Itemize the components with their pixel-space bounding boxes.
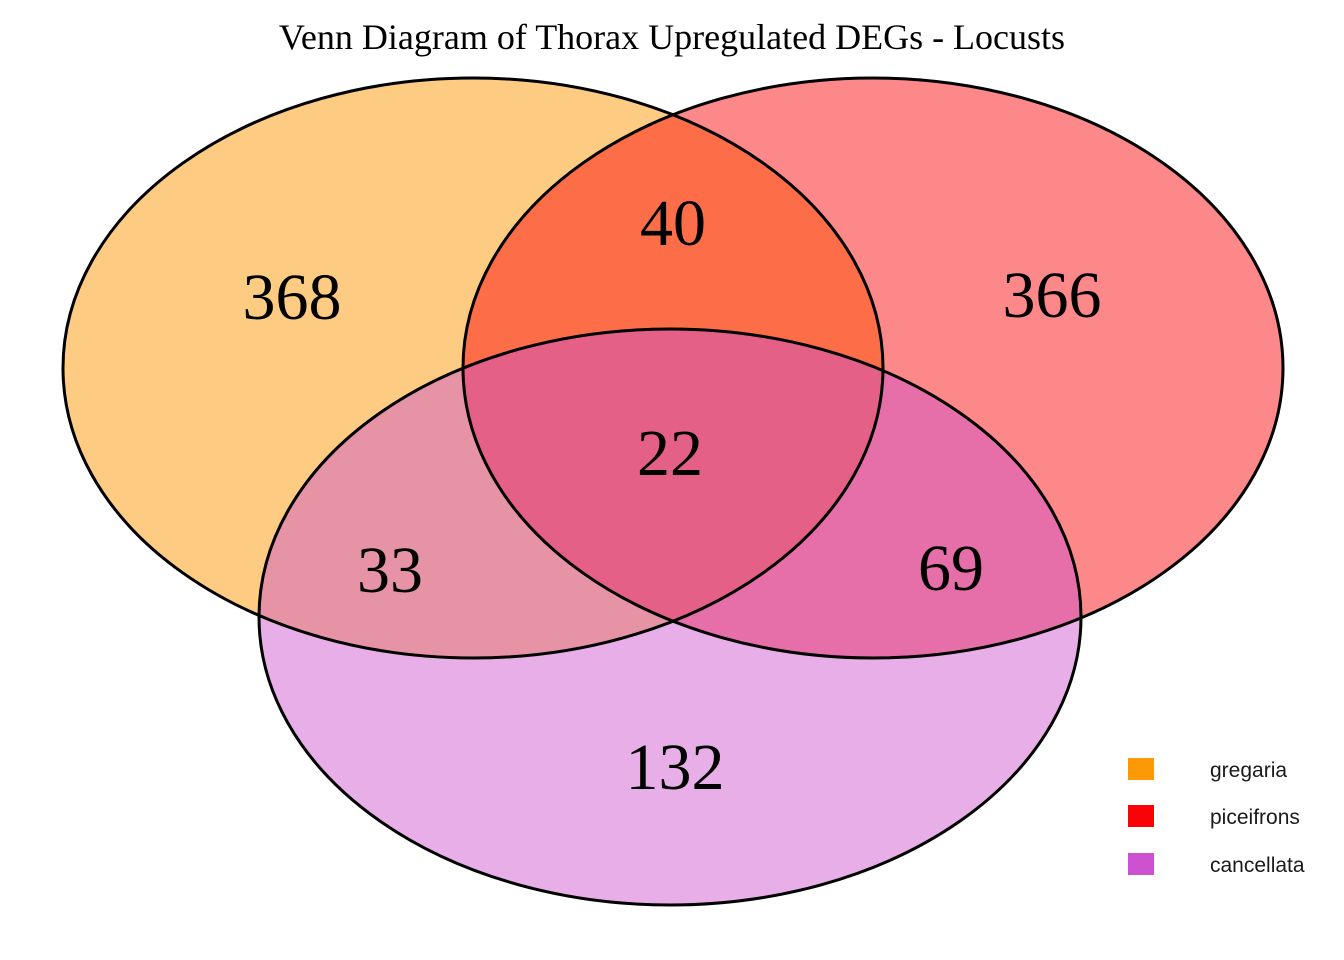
legend-label-piceifrons: piceifrons <box>1210 806 1300 829</box>
legend-label-gregaria: gregaria <box>1210 759 1287 782</box>
gregaria-set-outline <box>61 76 885 660</box>
region-count-piceifrons-only: 366 <box>1003 259 1102 332</box>
region-count-cancellata-only: 132 <box>626 731 725 804</box>
venn-set-outlines <box>61 76 1285 907</box>
cancellata-set-outline <box>257 327 1083 907</box>
region-count-gregaria-only: 368 <box>243 261 342 334</box>
region-count-labels: 368 366 40 22 33 69 132 <box>243 187 1102 804</box>
legend-swatch-cancellata <box>1128 853 1154 875</box>
region-count-piceifrons-cancellata: 69 <box>918 532 984 605</box>
gregaria-set-area <box>63 78 883 658</box>
region-count-gregaria-cancellata: 33 <box>357 534 423 607</box>
legend-swatch-gregaria <box>1128 758 1154 780</box>
cancellata-set-area <box>259 329 1081 905</box>
legend-swatch-piceifrons <box>1128 805 1154 827</box>
legend: gregaria piceifrons cancellata <box>1128 758 1305 877</box>
legend-label-cancellata: cancellata <box>1210 854 1305 877</box>
region-count-gregaria-piceifrons: 40 <box>640 187 706 260</box>
region-count-all-three: 22 <box>637 417 703 490</box>
chart-title: Venn Diagram of Thorax Upregulated DEGs … <box>279 17 1065 57</box>
